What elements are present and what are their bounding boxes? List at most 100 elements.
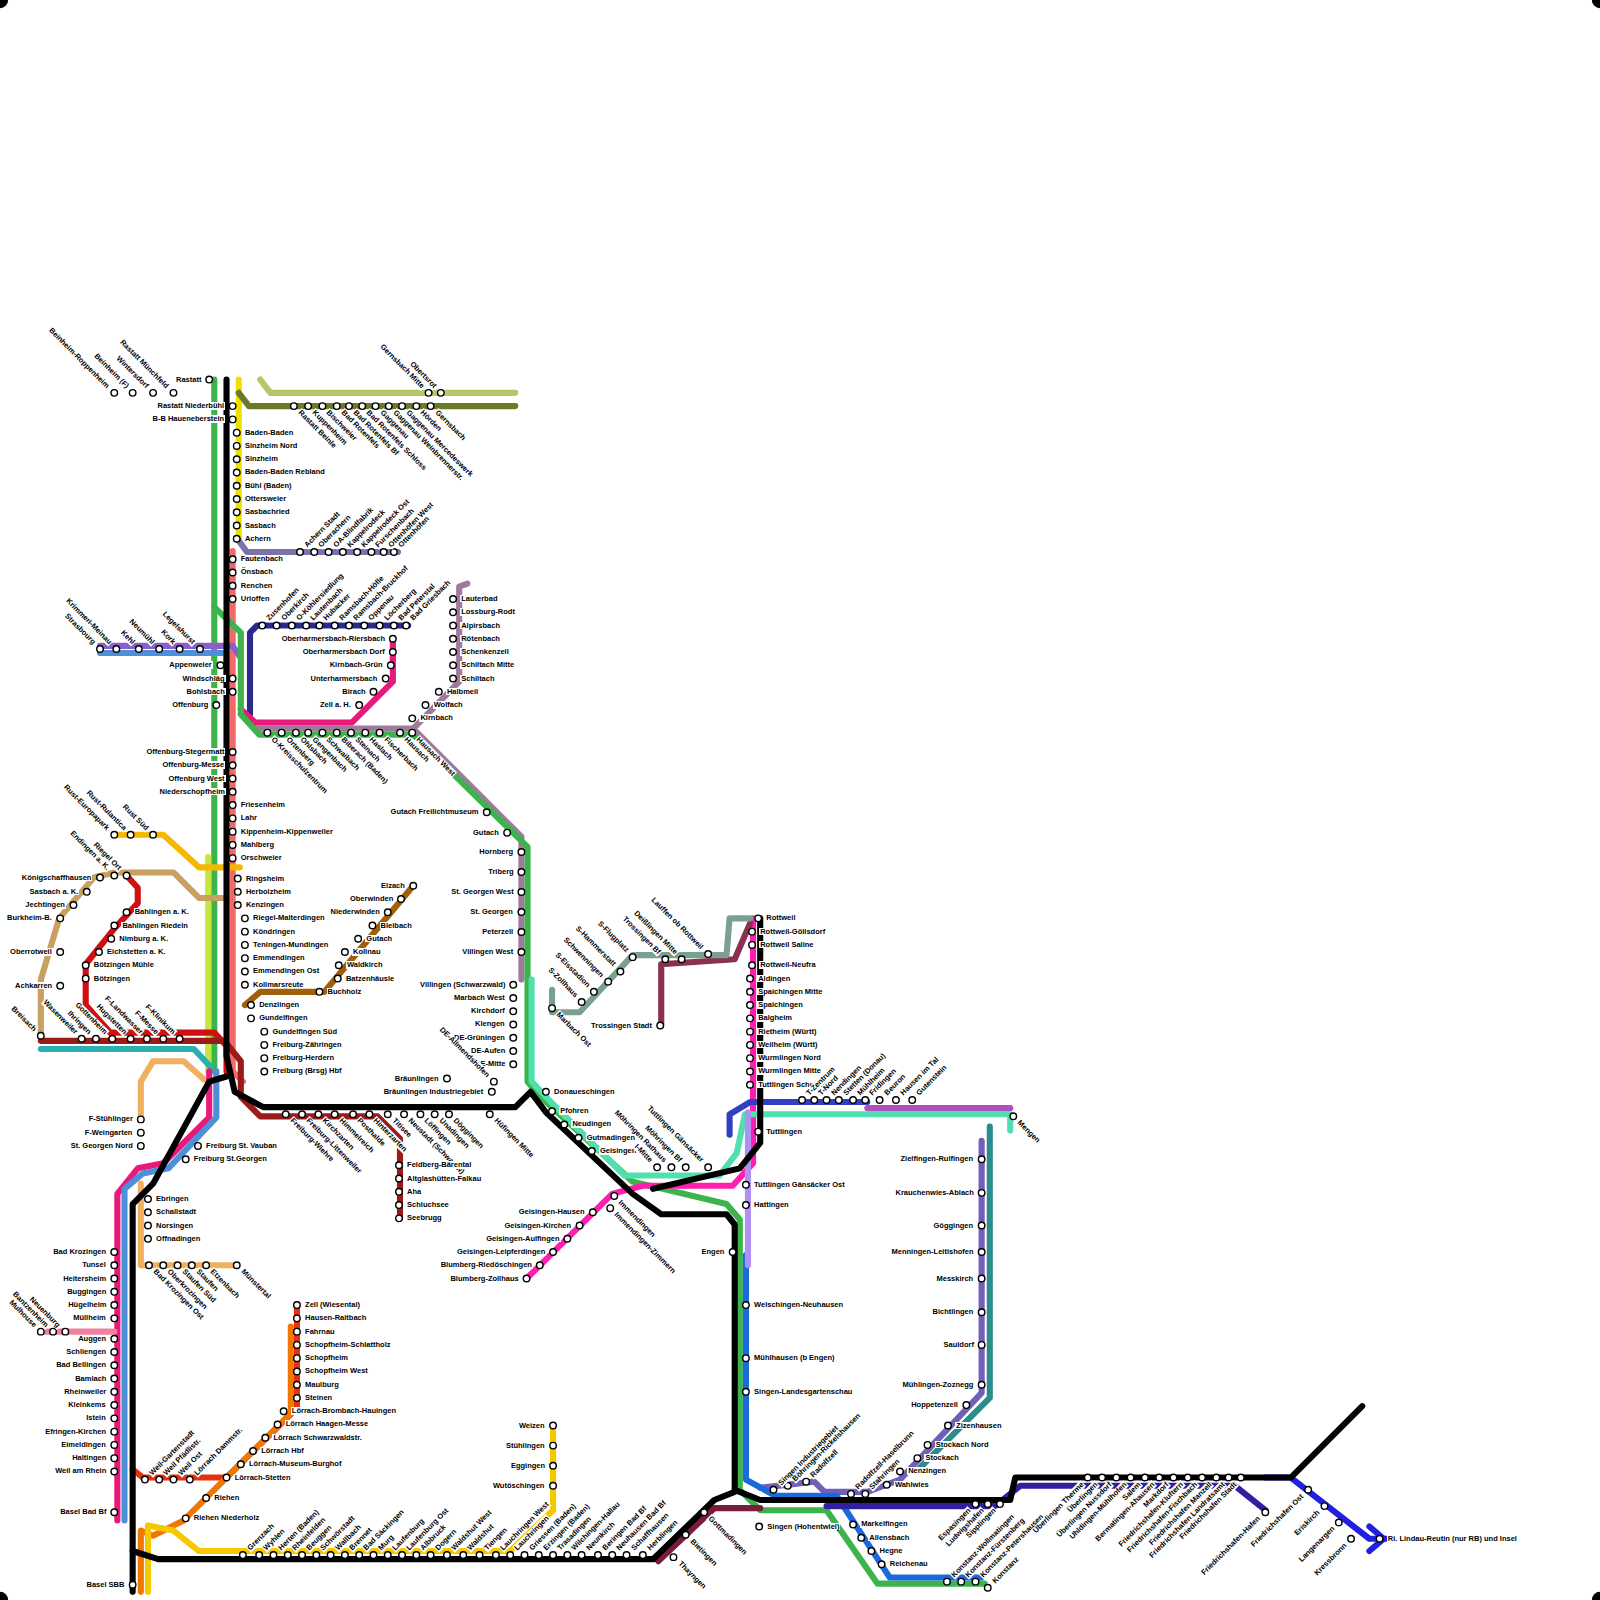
station-label: Welschingen-Neuhausen	[753, 1301, 844, 1309]
station-label: Offnadingen	[155, 1235, 201, 1243]
station-dot	[878, 1561, 885, 1568]
station-label: Villingen (Schwarzwald)	[419, 981, 506, 989]
station-label: Bräunlingen Industriegebiet	[383, 1088, 485, 1096]
station-dot	[319, 403, 326, 410]
station-label: Göggingen	[932, 1222, 974, 1230]
station-dot	[799, 1097, 806, 1104]
station-dot	[372, 403, 379, 410]
station-dot	[640, 1552, 647, 1559]
station-label: Wolfach	[433, 701, 464, 709]
station-dot	[294, 1342, 301, 1349]
station-label: Hegne	[879, 1547, 904, 1555]
station-dot	[223, 1474, 230, 1481]
station-dot	[362, 729, 369, 736]
station-dot	[229, 403, 236, 410]
station-dot	[611, 1193, 618, 1200]
station-dot	[233, 536, 240, 543]
station-label: Thayngen	[676, 1559, 708, 1591]
rail-line	[114, 835, 240, 868]
station-label: Teningen-Mundingen	[252, 941, 329, 949]
station-label: Riehen	[213, 1494, 240, 1502]
station-dot	[369, 922, 376, 929]
station-label: Freiburg-Zähringen	[271, 1041, 342, 1049]
station-dot	[248, 1002, 255, 1009]
station-label: Spaichingen	[757, 1001, 804, 1009]
station-label: Allensbach	[868, 1534, 910, 1542]
station-dot	[491, 1078, 498, 1085]
station-dot	[883, 1481, 890, 1488]
station-dot	[504, 829, 511, 836]
station-dot	[297, 549, 304, 556]
station-label: Gutach Freilichtmuseum	[390, 808, 480, 816]
station-dot	[327, 1552, 334, 1559]
station-dot	[1336, 1519, 1343, 1526]
station-dot	[334, 975, 341, 982]
station-label: Weil am Rhein	[54, 1467, 107, 1475]
station-dot	[756, 1523, 763, 1530]
station-dot	[747, 1015, 754, 1022]
station-label: Sasbach a. K.	[29, 888, 80, 896]
station-dot	[550, 1442, 557, 1449]
station-dot	[299, 1552, 306, 1559]
station-dot	[589, 1148, 596, 1155]
station-dot	[127, 831, 134, 838]
station-dot	[450, 596, 457, 603]
station-label: Emmendingen Ost	[252, 967, 320, 975]
station-dot	[1213, 1474, 1220, 1481]
station-label: Legelshurst	[160, 610, 197, 647]
station-dot	[518, 909, 525, 916]
station-dot	[958, 1578, 965, 1585]
station-dot	[924, 1442, 931, 1449]
station-dot	[340, 549, 347, 556]
station-dot	[564, 1236, 571, 1243]
station-label: Kirnbach	[419, 714, 454, 722]
station-dot	[701, 1509, 708, 1516]
station-label: Bötzingen Mühle	[93, 961, 155, 969]
station-dot	[1321, 1503, 1328, 1510]
station-dot	[57, 949, 64, 956]
station-dot	[111, 1415, 118, 1422]
station-label: Riegel-Malterdingen	[252, 914, 326, 922]
station-dot	[850, 1097, 857, 1104]
station-label: Singen-Landesgartenschau	[753, 1388, 853, 1396]
station-dot	[305, 403, 312, 410]
station-dot	[50, 1328, 57, 1335]
station-label: Wurmlingen Nord	[757, 1054, 822, 1062]
station-label: Spaichingen Mitte	[757, 988, 823, 996]
station-label: Appenweier	[168, 661, 213, 669]
station-dot	[315, 1111, 322, 1118]
station-label: Ringsheim	[245, 875, 285, 883]
station-dot	[403, 622, 410, 629]
rail-line	[661, 923, 750, 1025]
station-dot	[388, 662, 395, 669]
station-label: Offenburg-Stegermatt	[146, 748, 226, 756]
station-label: Riehen Niederholz	[193, 1514, 260, 1522]
station-dot	[111, 390, 118, 397]
station-label: Orschweier	[240, 854, 283, 862]
station-dot	[1010, 1113, 1017, 1120]
station-dot	[293, 729, 300, 736]
station-label: Eggingen	[510, 1462, 546, 1470]
station-label: Villingen West	[461, 948, 514, 956]
station-label: Birach	[341, 688, 366, 696]
station-dot	[518, 949, 525, 956]
station-label: Mühlhausen (b Engen)	[753, 1354, 835, 1362]
station-dot	[510, 1048, 517, 1055]
station-label: Schliengen	[65, 1348, 107, 1356]
station-dot	[234, 902, 241, 909]
rail-line	[100, 653, 227, 673]
station-dot	[142, 1476, 149, 1483]
station-dot	[668, 1164, 675, 1171]
station-dot	[111, 1315, 118, 1322]
station-label: Zell a. H.	[319, 701, 352, 709]
rail-line	[41, 1041, 400, 1219]
station-label: Bohlsbach	[186, 688, 226, 696]
station-dot	[284, 1552, 291, 1559]
station-dot	[229, 815, 236, 822]
station-dot	[1127, 1474, 1134, 1481]
station-label: Önsbach	[240, 568, 274, 576]
station-dot	[747, 1081, 754, 1088]
station-label: Lörrach Haagen-Messe	[285, 1420, 370, 1428]
station-dot	[743, 1355, 750, 1362]
station-dot	[978, 1190, 985, 1197]
